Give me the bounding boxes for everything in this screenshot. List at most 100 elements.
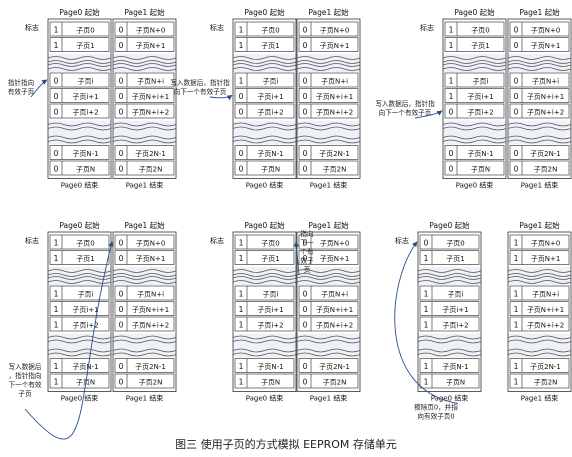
pointer-arrow	[414, 110, 443, 119]
panel-3-page1-row-label: 子页2N-1	[530, 150, 561, 158]
panel-2-page1-wave	[296, 126, 361, 131]
panel-6-page0-wave	[417, 348, 482, 353]
panel-3-page0-wave	[442, 63, 507, 67]
panel-4-page0-flag: 1	[54, 321, 59, 330]
panel-6-page0-row	[419, 285, 480, 301]
panel-4-page1-row-label: 子页N+i+1	[132, 306, 169, 314]
panel-1-page1-row-label: 子页N+0	[136, 27, 166, 35]
panel-5-page1-wave	[296, 276, 361, 280]
panel-4-page0-row	[49, 358, 110, 373]
panel-6-page1-row	[509, 373, 570, 389]
panel-2-page0-flag: 1	[239, 77, 244, 86]
panel-3-page0-row-label: 子页i	[473, 78, 489, 86]
panel-3-page0-flag: 1	[449, 41, 454, 50]
panel-2-page0-flag: 0	[239, 108, 244, 117]
panel-6-page0-flag: 1	[424, 321, 429, 330]
panel-2-page1-row	[298, 21, 359, 37]
annotation-text: 下一	[300, 239, 314, 247]
panel-5-page1-row-label: 子页2N-1	[319, 363, 350, 371]
panel-4-page1-gap-1	[113, 267, 176, 285]
panel-1-page1-row	[114, 103, 175, 119]
panel-1-page1-wave	[112, 67, 177, 71]
panel-2-page1-row-label: 子页N+1	[320, 42, 350, 50]
panel-4-page0-wave	[47, 280, 112, 284]
panel-1-page1-flag: 0	[119, 41, 124, 50]
page1-start-label: Page1 起始	[124, 7, 165, 17]
panel-4-page1-wave	[112, 348, 177, 353]
pointer-arrow	[209, 94, 233, 101]
page0-end-label: Page0 结束	[246, 181, 284, 190]
panel-5-page1-flag: 0	[303, 239, 308, 248]
panel-6-page0-wave	[417, 335, 482, 340]
panel-2-page1-flag: 0	[303, 165, 308, 174]
panel-4-page0-wave	[47, 269, 112, 273]
panel-5-page0-wave	[232, 269, 297, 273]
panel-4-page0-row	[49, 250, 110, 265]
panel-3-page0-row	[444, 88, 505, 103]
panel-1-page1-row-label: 子页N+i+2	[132, 109, 169, 117]
panel-1-page0-flag: 1	[54, 26, 59, 35]
panel-1-page0-wave	[47, 67, 112, 71]
panel-2-page1-row	[298, 145, 359, 160]
panel-6-page0-flag: 0	[424, 239, 429, 248]
panel-5-page0-row	[234, 301, 295, 316]
panel-5-page0-frame	[232, 231, 297, 392]
panel-5-page0-row	[234, 316, 295, 332]
panel-4-page1-row-label: 子页2N-1	[135, 363, 166, 371]
page1-end-label: Page1 结束	[310, 181, 348, 190]
panel-4-page1-frame	[112, 231, 177, 392]
panel-1-page1-wave	[112, 139, 177, 144]
panel-6-page1-row-label: 子页N+i+2	[527, 322, 564, 330]
panel-3-page1-row	[509, 145, 570, 160]
panel-4-page0-wave	[47, 348, 112, 353]
panel-2-page1-wave	[296, 122, 361, 127]
page0-end-label: Page0 结束	[456, 181, 494, 190]
page0-start-label: Page0 起始	[429, 220, 470, 230]
flag-label: 标志	[420, 23, 434, 32]
panel-4-page1-row	[114, 234, 175, 250]
panel-2-page1-row-label: 子页2N	[323, 166, 347, 174]
panel-1-page1-flag: 0	[119, 92, 124, 101]
panel-5-page1-flag: 0	[303, 362, 308, 371]
panel-5-page0-wave	[232, 339, 297, 344]
pointer-arrow	[30, 79, 48, 98]
panel-1-page0-row	[49, 103, 110, 119]
panel-5-page0-flag: 1	[239, 254, 244, 263]
panel-1-page0-wave	[47, 60, 112, 64]
panel-5-page1-flag: 0	[303, 290, 308, 299]
page1-end-label: Page1 结束	[126, 394, 164, 403]
panel-2-page0-gap-1	[233, 54, 296, 72]
panel-4-page0-row-label: 子页i	[78, 291, 94, 299]
panel-5-page1-frame	[296, 231, 361, 392]
page0-start-label: Page0 起始	[454, 7, 495, 17]
panel-3-page1-row-label: 子页N+i	[532, 78, 559, 86]
panel-4-page1-flag: 0	[119, 305, 124, 314]
panel-2-page1-row-label: 子页N+i+1	[316, 93, 353, 101]
panel-5-page1-wave	[296, 280, 361, 284]
panel-4-page0-flag: 1	[54, 362, 59, 371]
panel-3-page1-wave	[507, 126, 572, 131]
panel-3-page1-row	[509, 88, 570, 103]
flag-label: 标志	[25, 23, 39, 32]
panel-2-page1-row	[298, 88, 359, 103]
panel-5-page1-wave	[296, 352, 361, 357]
panel-3-page1-row-label: 子页N+1	[531, 42, 561, 50]
panel-3-page1-row-label: 子页N+i+2	[527, 109, 564, 117]
panel-6-page0-gap-2	[418, 333, 481, 358]
panel-2-page1-wave	[296, 139, 361, 144]
panel-5-page1-gap-1	[297, 267, 360, 285]
panel-3-page1-row	[509, 37, 570, 52]
panel-6-page0-wave	[417, 269, 482, 273]
panel-6-page0-flag: 1	[424, 378, 429, 387]
panel-5-page0-flag: 1	[239, 290, 244, 299]
panel-3-page0-wave	[442, 139, 507, 144]
panel-6-page0-row-label: 子页i+2	[442, 322, 468, 330]
panel-2-page0-wave	[232, 63, 297, 67]
panel-2-page0-flag: 0	[239, 165, 244, 174]
page0-end-label: Page0 结束	[61, 394, 99, 403]
panel-3-page1-flag: 0	[514, 108, 519, 117]
page0-start-label: Page0 起始	[244, 220, 285, 230]
pointer-arrow	[293, 241, 300, 276]
panel-5-page0-row-label: 子页N-1	[257, 363, 283, 371]
panel-5-page0-wave	[232, 280, 297, 284]
